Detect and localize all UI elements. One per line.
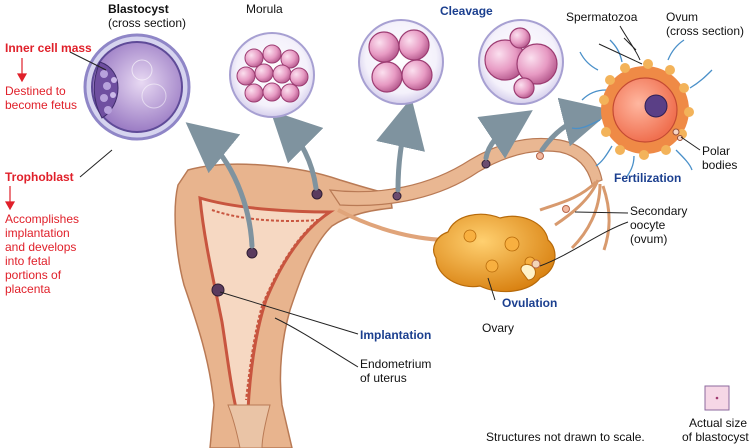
ovum-label: Ovum [666, 10, 698, 24]
cleavage-label: Cleavage [440, 4, 493, 18]
endometrium-line-2: of uterus [360, 371, 407, 385]
morula-illustration [230, 33, 314, 117]
polar-bodies-line-1: Polar [702, 144, 730, 158]
morula-label: Morula [246, 2, 283, 16]
ovulation-label: Ovulation [502, 296, 557, 310]
secondary-oocyte-line-3: (ovum) [630, 232, 667, 246]
trophoblast-label: Trophoblast [5, 170, 74, 184]
secondary-oocyte-line-2: oocyte [630, 218, 665, 232]
accomplishes-line-5: portions of [5, 268, 61, 282]
uterus [175, 164, 392, 448]
ovum-illustration [572, 40, 712, 178]
accomplishes-line-4: into fetal [5, 254, 50, 268]
actual-size-line-1: Actual size [689, 416, 747, 430]
spermatozoa-label: Spermatozoa [566, 10, 637, 24]
fertilization-label: Fertilization [614, 171, 681, 185]
red-arrows [6, 58, 26, 209]
cleavage-two-cell [479, 20, 563, 104]
blastocyst-label: Blastocyst [108, 2, 169, 16]
ovary-label: Ovary [482, 321, 514, 335]
actual-size-line-2: of blastocyst [682, 430, 749, 444]
accomplishes-line-1: Accomplishes [5, 212, 79, 226]
blastocyst-illustration [85, 35, 189, 139]
implantation-label: Implantation [360, 328, 431, 342]
endometrium-line-1: Endometrium [360, 357, 431, 371]
accomplishes-line-3: and develops [5, 240, 76, 254]
actual-size-box [705, 386, 729, 410]
accomplishes-line-6: placenta [5, 282, 50, 296]
ovary-shape [434, 214, 555, 291]
ovum-sub-label: (cross section) [666, 24, 744, 38]
secondary-oocyte-line-1: Secondary [630, 204, 687, 218]
scale-note: Structures not drawn to scale. [486, 430, 645, 444]
accomplishes-line-2: implantation [5, 226, 70, 240]
destined-line-1: Destined to [5, 84, 66, 98]
blastocyst-sub-label: (cross section) [108, 16, 186, 30]
polar-bodies-line-2: bodies [702, 158, 737, 172]
inner-cell-mass-label: Inner cell mass [5, 41, 92, 55]
destined-line-2: become fetus [5, 98, 77, 112]
cleavage-four-cell [359, 20, 443, 104]
